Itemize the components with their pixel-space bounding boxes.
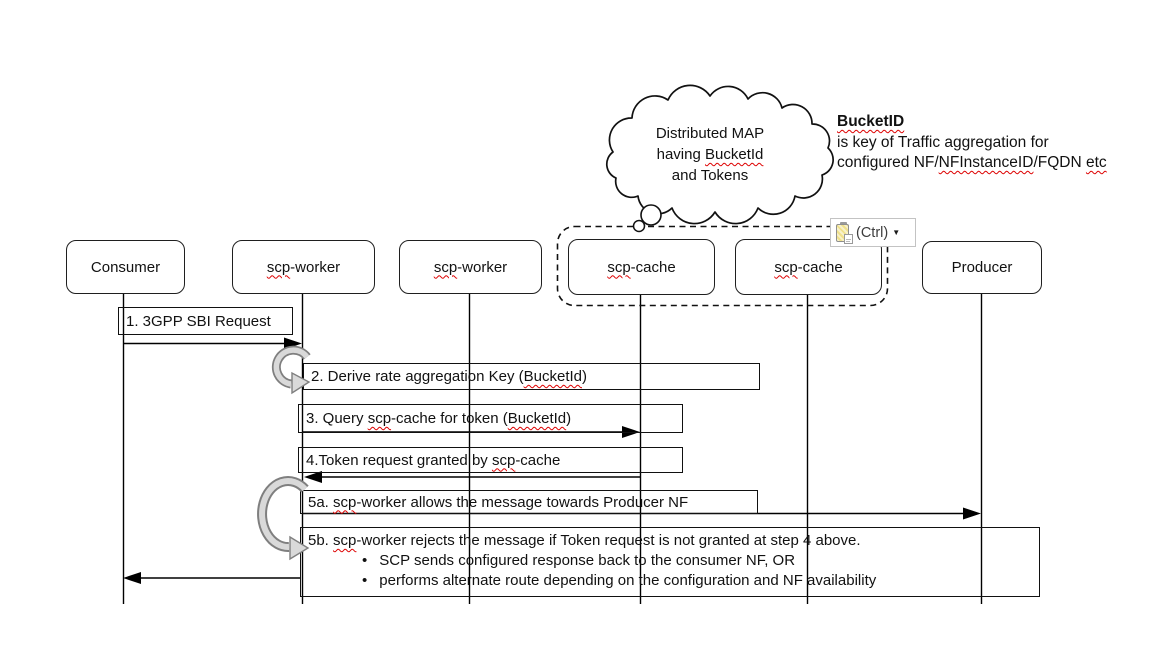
annotation-line-2: is key of Traffic aggregation for <box>837 133 1049 151</box>
cloud-note-line-2: having BucketId <box>656 146 764 163</box>
annotation-line-3: configured NF/NFInstanceID/FQDN etc <box>837 154 1107 171</box>
message-1-box: 1. 3GPP SBI Request <box>118 307 293 335</box>
actor-scp-cache-2: scp-cache <box>735 239 882 295</box>
paste-options-label: (Ctrl) <box>856 224 889 241</box>
arrow-1-consumer-to-scp-worker <box>123 337 302 350</box>
message-3-label: 3. Query scp-cache for token (BucketId) <box>306 410 572 427</box>
cloud-note-line-3: and Tokens <box>671 167 749 184</box>
actor-label: scp-worker <box>266 258 341 276</box>
actor-label: scp-cache <box>774 258 843 276</box>
message-4-box: 4.Token request granted by scp-cache <box>298 447 683 473</box>
message-1-label: 1. 3GPP SBI Request <box>126 312 271 330</box>
message-3-box: 3. Query scp-cache for token (BucketId) <box>298 404 683 433</box>
annotation-title: BucketID <box>837 113 905 130</box>
message-5a-label: 5a. scp-worker allows the message toward… <box>308 493 689 511</box>
message-4-label: 4.Token request granted by scp-cache <box>306 451 561 469</box>
actor-label: Consumer <box>90 258 161 276</box>
message-5a-box: 5a. scp-worker allows the message toward… <box>300 490 758 514</box>
thought-cloud-note: Distributed MAP having BucketId and Toke… <box>612 123 808 186</box>
clipboard-icon <box>836 221 853 244</box>
arrow-4-scp-cache-to-scp-worker <box>304 471 640 483</box>
thought-cloud-shape <box>606 84 834 225</box>
actor-producer: Producer <box>922 241 1042 294</box>
message-2-label: 2. Derive rate aggregation Key (BucketId… <box>311 368 587 385</box>
cloud-note-line-1: Distributed MAP <box>655 125 765 142</box>
message-5b-label: 5b. scp-worker rejects the message if To… <box>308 532 861 549</box>
message-5b-bullet-2: •performs alternate route depending on t… <box>362 572 877 589</box>
actor-label: scp-worker <box>433 258 508 276</box>
actor-consumer: Consumer <box>66 240 185 294</box>
scp-cache-group-outline <box>556 225 889 307</box>
thought-bubble-large <box>640 204 662 226</box>
paste-options-button[interactable]: (Ctrl) ▼ <box>830 218 916 247</box>
actor-label: scp-cache <box>607 258 676 276</box>
chevron-down-icon[interactable]: ▼ <box>892 228 901 237</box>
actor-scp-worker-2: scp-worker <box>399 240 542 294</box>
message-5b-bullet-1: •SCP sends configured response back to t… <box>362 552 796 569</box>
message-5b-box: 5b. scp-worker rejects the message if To… <box>300 527 1040 597</box>
actor-label: Producer <box>951 259 1013 276</box>
arrow-5b-scp-worker-to-consumer <box>123 572 300 584</box>
actor-scp-cache-1: scp-cache <box>568 239 715 295</box>
bucketid-annotation: BucketID is key of Traffic aggregation f… <box>837 112 1169 174</box>
actor-scp-worker-1: scp-worker <box>232 240 375 294</box>
message-2-box: 2. Derive rate aggregation Key (BucketId… <box>303 363 760 390</box>
thought-bubble-small <box>632 219 646 233</box>
